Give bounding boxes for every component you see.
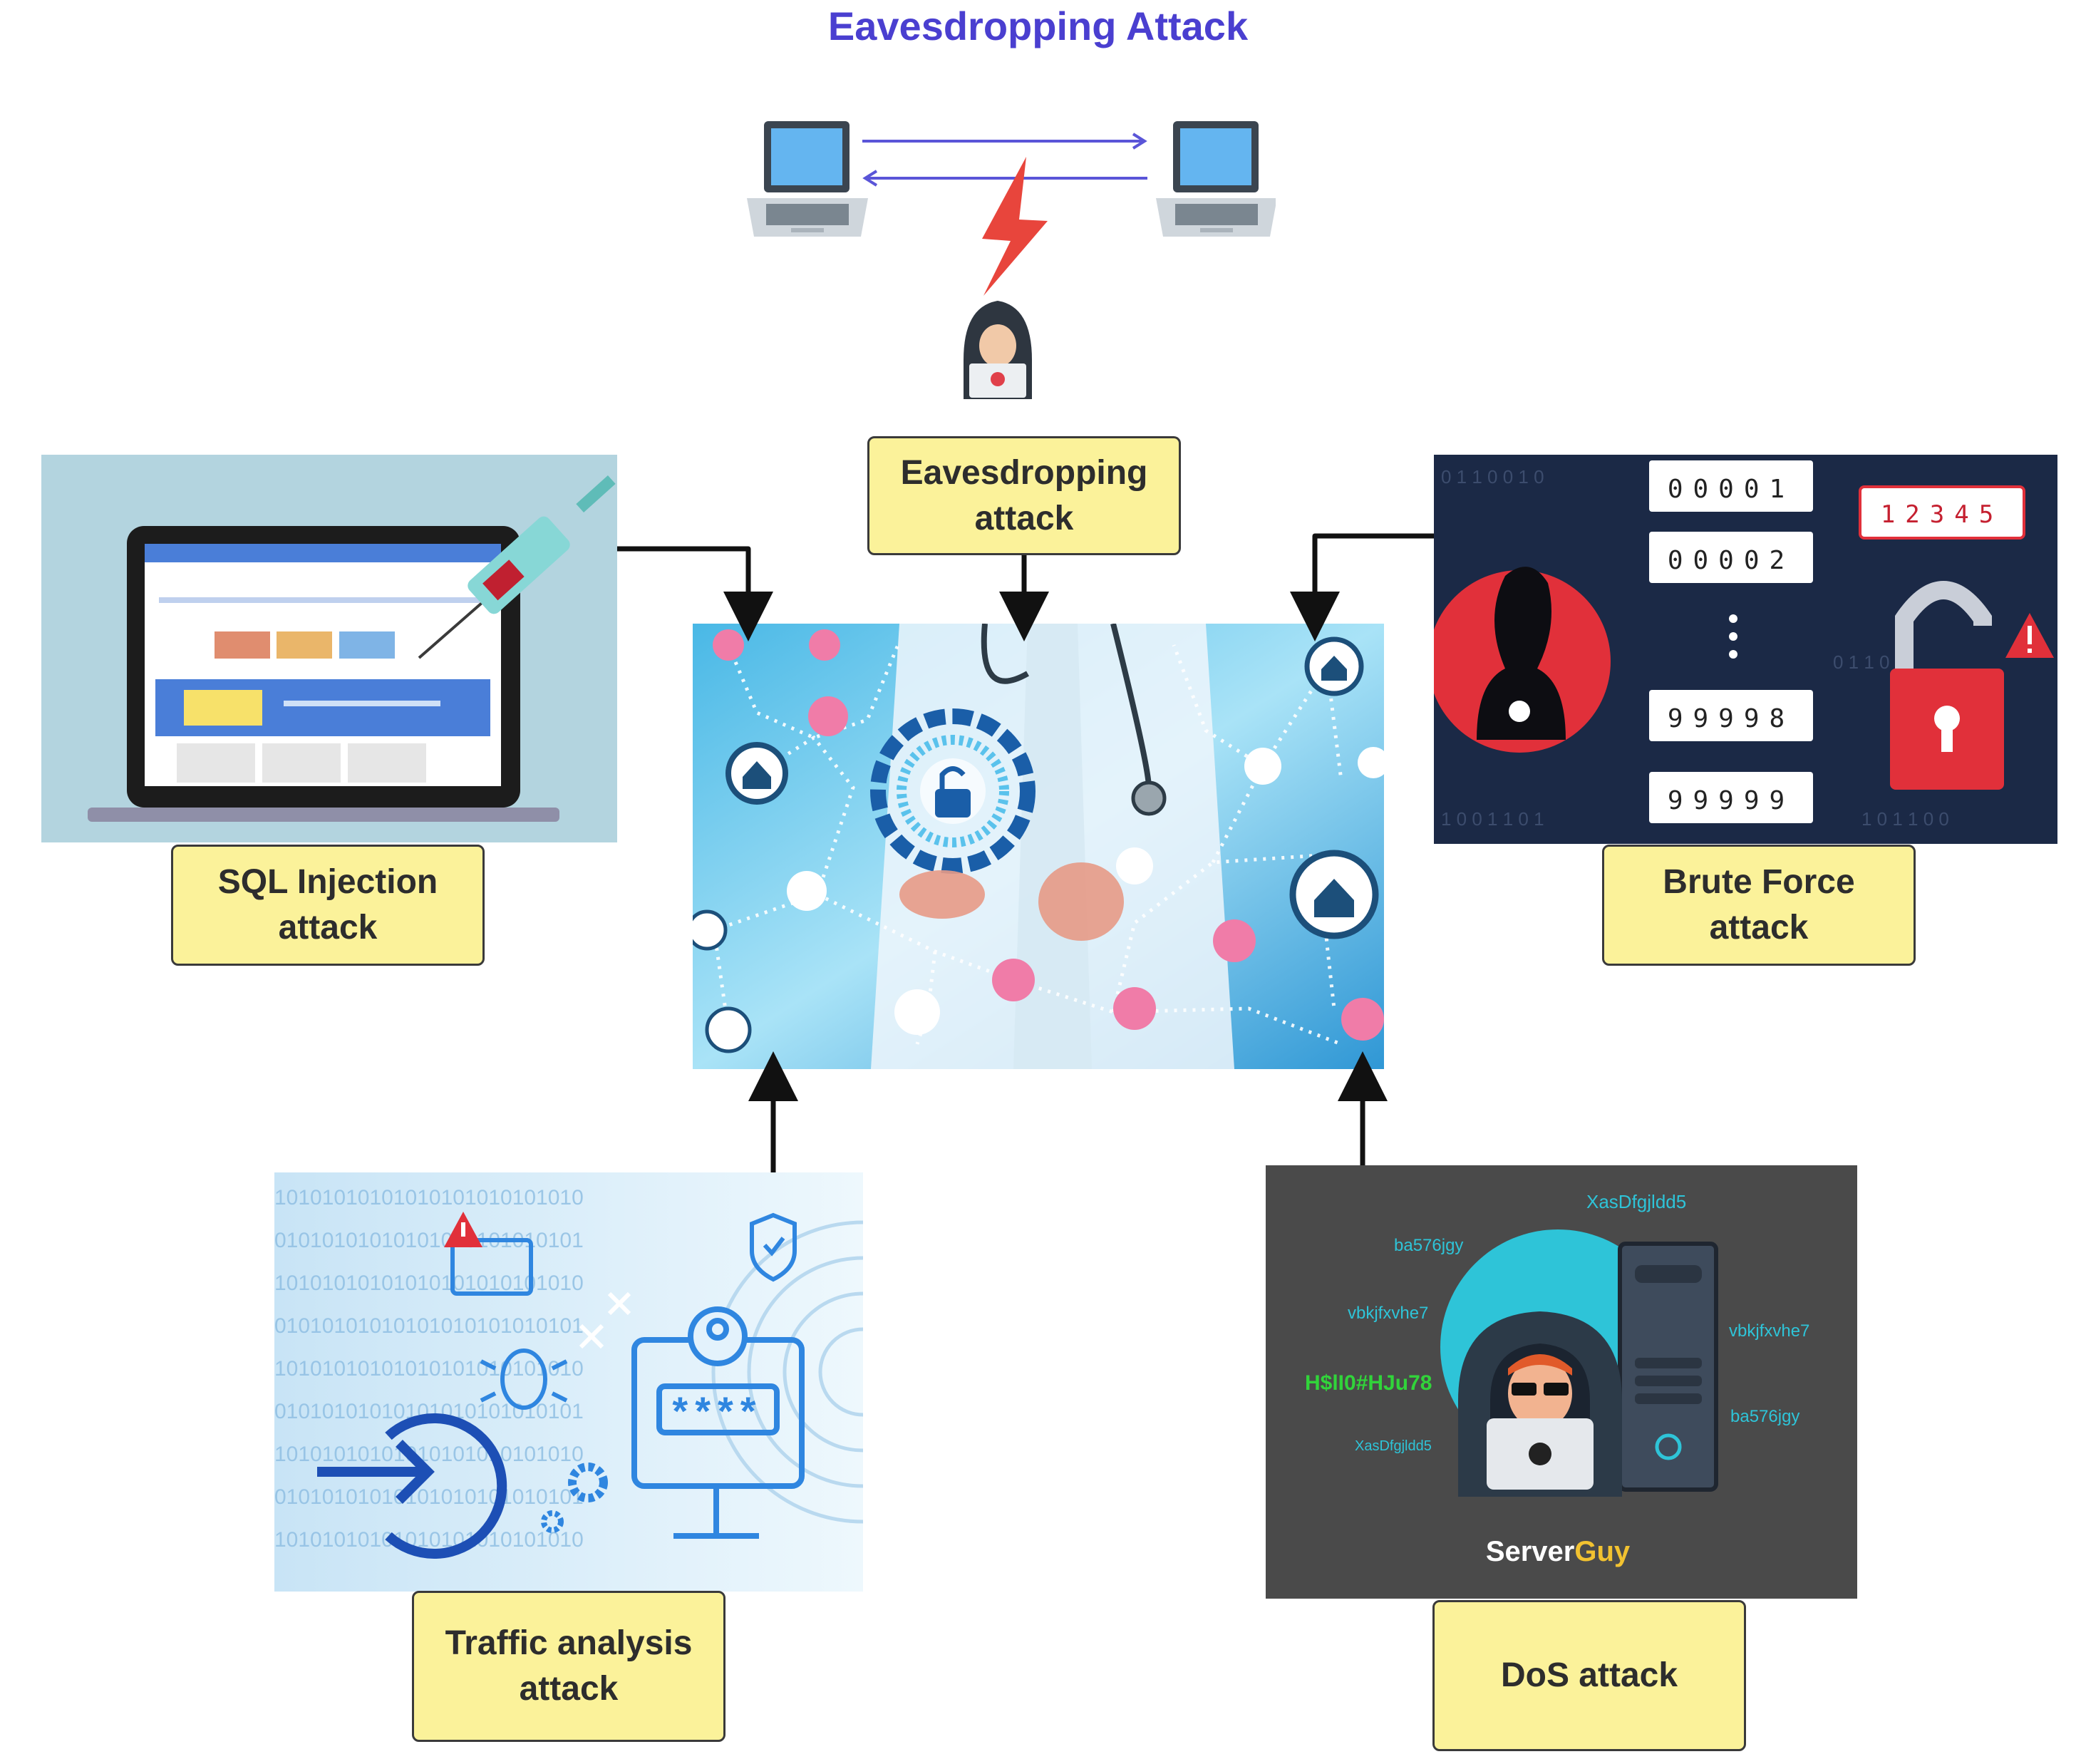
svg-text:01010101010101010101010101: 01010101010101010101010101 <box>274 1314 584 1338</box>
svg-text:1 0 1 1 0 0: 1 0 1 1 0 0 <box>1861 808 1949 830</box>
lightning-icon <box>982 157 1048 296</box>
arrow-brute-to-center <box>1290 533 1434 641</box>
svg-text:10101010101010101010101010: 10101010101010101010101010 <box>274 1186 584 1209</box>
dos-string-5: XasDfgjldd5 <box>1355 1438 1432 1454</box>
dos-string-2: ba576jgy <box>1394 1236 1463 1255</box>
svg-text:10101010101010101010101010: 10101010101010101010101010 <box>274 1528 584 1552</box>
eavesdropping-attack-label: Eavesdropping attack <box>867 436 1181 555</box>
data-flow-arrows <box>862 133 1147 187</box>
sql-injection-attack-label: SQL Injection attack <box>171 845 485 966</box>
svg-text:01010101010101010101010101: 01010101010101010101010101 <box>274 1485 584 1509</box>
dos-string-1: XasDfgjldd5 <box>1586 1191 1686 1212</box>
traffic-analysis-image: 10101010101010101010101010 0101010101010… <box>274 1172 863 1592</box>
code-box-1: 00001 <box>1668 475 1794 504</box>
dos-string-7: ba576jgy <box>1730 1407 1799 1426</box>
traffic-analysis-attack-label: Traffic analysis attack <box>412 1591 725 1742</box>
svg-text:10101010101010101010101010: 10101010101010101010101010 <box>274 1357 584 1381</box>
dos-string-3: vbkjfxvhe7 <box>1348 1304 1428 1323</box>
login-arrow-icon <box>317 1413 507 1559</box>
dos-attack-label: DoS attack <box>1432 1600 1746 1751</box>
shield-icon <box>750 1212 797 1282</box>
lock-code: 12345 <box>1881 500 2003 529</box>
network-nodes <box>693 629 1384 1053</box>
serverguy-logo: ServerGuy <box>1486 1536 1631 1567</box>
sql-injection-image <box>41 455 617 842</box>
dos-string-6: vbkjfxvhe7 <box>1729 1321 1809 1341</box>
login-monitor-icon <box>631 1306 805 1539</box>
hacker-silhouette-icon <box>1434 567 1611 753</box>
laptop-right-icon <box>1156 121 1276 237</box>
gear-icon <box>568 1463 608 1502</box>
dos-attack-image: XasDfgjldd5 ba576jgy vbkjfxvhe7 H$lI0#HJ… <box>1266 1165 1857 1599</box>
healthcare-network-image <box>693 624 1384 1069</box>
padlock-icon: 12345 <box>1859 485 2025 790</box>
code-box-2: 00002 <box>1668 546 1794 575</box>
svg-text:10101010101010101010101010: 10101010101010101010101010 <box>274 1443 584 1466</box>
hooded-hacker-icon <box>1458 1311 1622 1497</box>
brute-force-image: 0 1 1 0 0 1 0 1 0 0 1 1 0 1 0 1 1 0 1 1 … <box>1434 455 2057 844</box>
dos-string-4: H$lI0#HJu78 <box>1305 1371 1432 1395</box>
bug-icon <box>480 1348 568 1410</box>
syringe-icon <box>418 475 616 659</box>
laptop-left-icon <box>747 121 868 237</box>
code-box-3: 99998 <box>1668 704 1794 733</box>
hacker-icon <box>964 301 1032 399</box>
password-mask: **** <box>672 1388 763 1433</box>
svg-text:0 1 1 0 0 1 0: 0 1 1 0 0 1 0 <box>1441 466 1544 488</box>
security-lock-icon <box>870 708 1036 874</box>
diagram-title: Eavesdropping Attack <box>827 4 1249 48</box>
server-icon <box>1618 1242 1718 1492</box>
eavesdropping-illustration <box>747 121 1276 399</box>
brute-force-attack-label: Brute Force attack <box>1602 845 1916 966</box>
arrow-sql-to-center <box>617 546 773 641</box>
warning-icon <box>2005 613 2054 658</box>
code-box-4: 99999 <box>1668 786 1794 815</box>
svg-text:1 0 0 1 1 0 1: 1 0 0 1 1 0 1 <box>1441 808 1544 830</box>
id-card-warning-icon <box>444 1212 533 1296</box>
